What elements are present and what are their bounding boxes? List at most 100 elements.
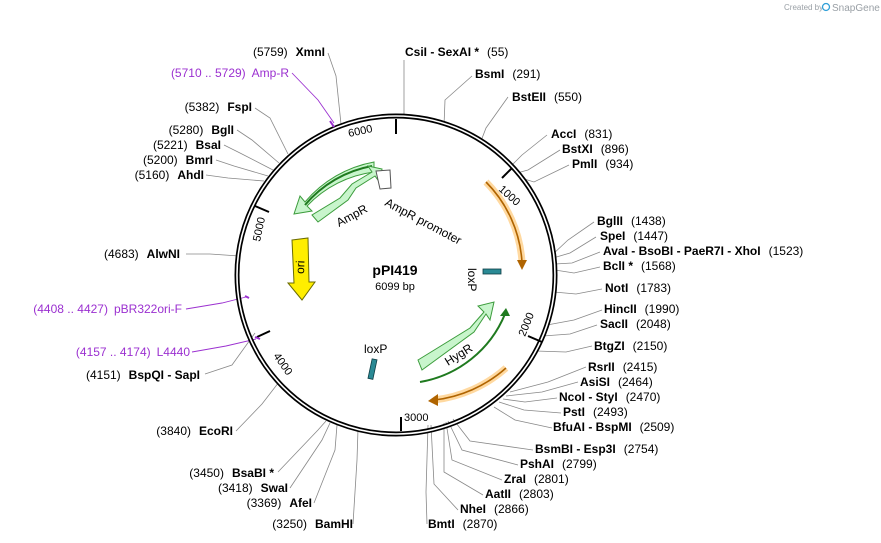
- site-noti[interactable]: NotI(1783): [605, 281, 671, 295]
- tick-4000: [256, 330, 271, 338]
- ampr-stripe: [304, 165, 373, 206]
- site-psti[interactable]: PstI(2493): [563, 405, 628, 419]
- site-bsai[interactable]: (5221)BsaI: [153, 138, 221, 152]
- site-nhei[interactable]: NheI(2866): [460, 502, 529, 516]
- site-pshai[interactable]: PshAI(2799): [520, 457, 597, 471]
- leader-bsabi: [277, 420, 327, 473]
- leader-sacii: [542, 324, 598, 337]
- site-bfuai-bspmi[interactable]: BfuAI - BspMI(2509): [553, 420, 674, 434]
- orange-arc-bottom: [433, 367, 507, 401]
- orange-arc-bottom-halo: [433, 365, 509, 404]
- site-bsmbi-esp3i[interactable]: BsmBI - Esp3I(2754): [535, 442, 658, 456]
- leader-ncoi: [502, 397, 558, 403]
- leader-bsmbi: [452, 418, 534, 451]
- site-afei[interactable]: (3369)AfeI: [247, 496, 312, 510]
- site-asisi[interactable]: AsiSI(2464): [580, 375, 653, 389]
- site-ncoi-styi[interactable]: NcoI - StyI(2470): [559, 390, 660, 404]
- feature-markers: [244, 120, 335, 340]
- site-xmni[interactable]: (5759)XmnI: [253, 45, 325, 59]
- credit-created-by: Created by: [784, 3, 823, 12]
- loxp-site-1-icon: [482, 268, 502, 275]
- site-ecori[interactable]: (3840)EcoRI: [156, 424, 233, 438]
- leader-amp-r: [291, 72, 335, 124]
- leader-avai: [554, 251, 601, 265]
- tick-label-3000: 3000: [404, 412, 428, 424]
- ampr-body: [311, 165, 383, 223]
- leader-noti: [553, 288, 603, 295]
- leader-psti: [498, 401, 562, 414]
- site-acci[interactable]: AccI(831): [551, 127, 612, 141]
- orange-arc-top: [485, 181, 523, 263]
- marker-l4440: [254, 336, 261, 340]
- site-bmti[interactable]: BmtI(2870): [428, 517, 497, 531]
- leader-ahdi: [205, 174, 265, 182]
- tick-5000: [254, 205, 270, 213]
- site-bgli[interactable]: (5280)BglI: [169, 123, 234, 137]
- site-ahdi[interactable]: (5160)AhdI: [135, 168, 204, 182]
- tick-label-5000: 5000: [251, 216, 268, 242]
- left-site-labels: (5759)XmnI (5382)FspI (5280)BglI (5221)B…: [86, 45, 353, 531]
- site-alwni[interactable]: (4683)AlwNI: [104, 247, 180, 261]
- leader-bsmi: [443, 75, 473, 127]
- site-fspi[interactable]: (5382)FspI: [185, 100, 252, 114]
- site-bstxi[interactable]: BstXI(896): [562, 142, 629, 156]
- site-bsabi[interactable]: (3450)BsaBI *: [189, 466, 274, 480]
- hygr-stripe: [419, 313, 506, 383]
- feature-l4440[interactable]: (4157 .. 4174)L4440: [76, 345, 190, 359]
- snapgene-credit: Created by SnapGene: [784, 2, 880, 14]
- site-hincii[interactable]: HincII(1990): [604, 302, 679, 316]
- site-csii-sexai[interactable]: CsiI - SexAI *(55): [405, 45, 508, 59]
- left-feature-labels: (5710 .. 5729)Amp-R (4408 .. 4427)pBR322…: [33, 66, 289, 359]
- leader-fspi: [254, 107, 289, 155]
- leader-bglii: [551, 221, 595, 256]
- left-leader-lines: [186, 52, 359, 525]
- tick-label-6000: 6000: [347, 123, 373, 140]
- feature-amp-r[interactable]: (5710 .. 5729)Amp-R: [171, 66, 289, 80]
- right-leader-lines: [403, 60, 603, 525]
- leader-bcli: [554, 266, 601, 274]
- tick-label-2000: 2000: [517, 311, 537, 338]
- plasmid-name: pPI419: [372, 262, 417, 278]
- leader-bsteii: [480, 96, 509, 142]
- site-sacii[interactable]: SacII(2048): [600, 317, 671, 331]
- leader-rsrii: [509, 366, 587, 393]
- hygr-arrow: [417, 301, 495, 371]
- snapgene-logo-icon: [821, 2, 831, 12]
- site-bcli[interactable]: BclI *(1568): [603, 259, 676, 273]
- leader-afei: [313, 424, 338, 504]
- leader-bsai: [223, 144, 274, 171]
- leader-pmli: [520, 164, 570, 183]
- feature-pbr322ori-f[interactable]: (4408 .. 4427)pBR322ori-F: [33, 302, 182, 316]
- site-bglii[interactable]: BglII(1438): [597, 214, 666, 228]
- site-bamhi[interactable]: (3250)BamHI: [272, 517, 353, 531]
- site-aatii[interactable]: AatII(2803): [485, 487, 554, 501]
- feature-leader-lines: [185, 72, 335, 353]
- orange-arrowhead-bottom-icon: [428, 394, 438, 406]
- leader-asisi: [505, 381, 579, 397]
- tick-1000: [501, 167, 513, 179]
- marker-pbr322ori-f: [244, 295, 250, 299]
- plasmid-size: 6099 bp: [375, 281, 415, 293]
- site-btgzi[interactable]: BtgZI(2150): [594, 339, 667, 353]
- leader-bmri: [215, 159, 269, 177]
- leader-bmti: [425, 424, 429, 525]
- site-swai[interactable]: (3418)SwaI: [218, 481, 288, 495]
- site-bsmi[interactable]: BsmI(291): [475, 67, 540, 81]
- site-bspqi-sapi[interactable]: (4151)BspQI - SapI: [86, 368, 200, 382]
- site-pmli[interactable]: PmlI(934): [572, 157, 633, 171]
- ori-arrow: [286, 237, 316, 301]
- site-zrai[interactable]: ZraI(2801): [504, 472, 569, 486]
- leader-pshai: [447, 420, 519, 466]
- leader-zrai: [445, 421, 503, 481]
- ampr-arrow: [293, 161, 375, 215]
- site-rsrii[interactable]: RsrII(2415): [588, 360, 657, 374]
- leader-spei: [552, 236, 597, 259]
- leader-alwni: [186, 253, 240, 257]
- hygr-arrowhead-icon: [500, 308, 510, 316]
- site-spei[interactable]: SpeI(1447): [600, 229, 668, 243]
- backbone-circle: [234, 113, 558, 437]
- site-bmri[interactable]: (5200)BmrI: [143, 153, 213, 167]
- site-bsteii[interactable]: BstEII(550): [512, 90, 582, 104]
- site-avai-group[interactable]: AvaI - BsoBI - PaeR7I - XhoI(1523): [603, 244, 803, 258]
